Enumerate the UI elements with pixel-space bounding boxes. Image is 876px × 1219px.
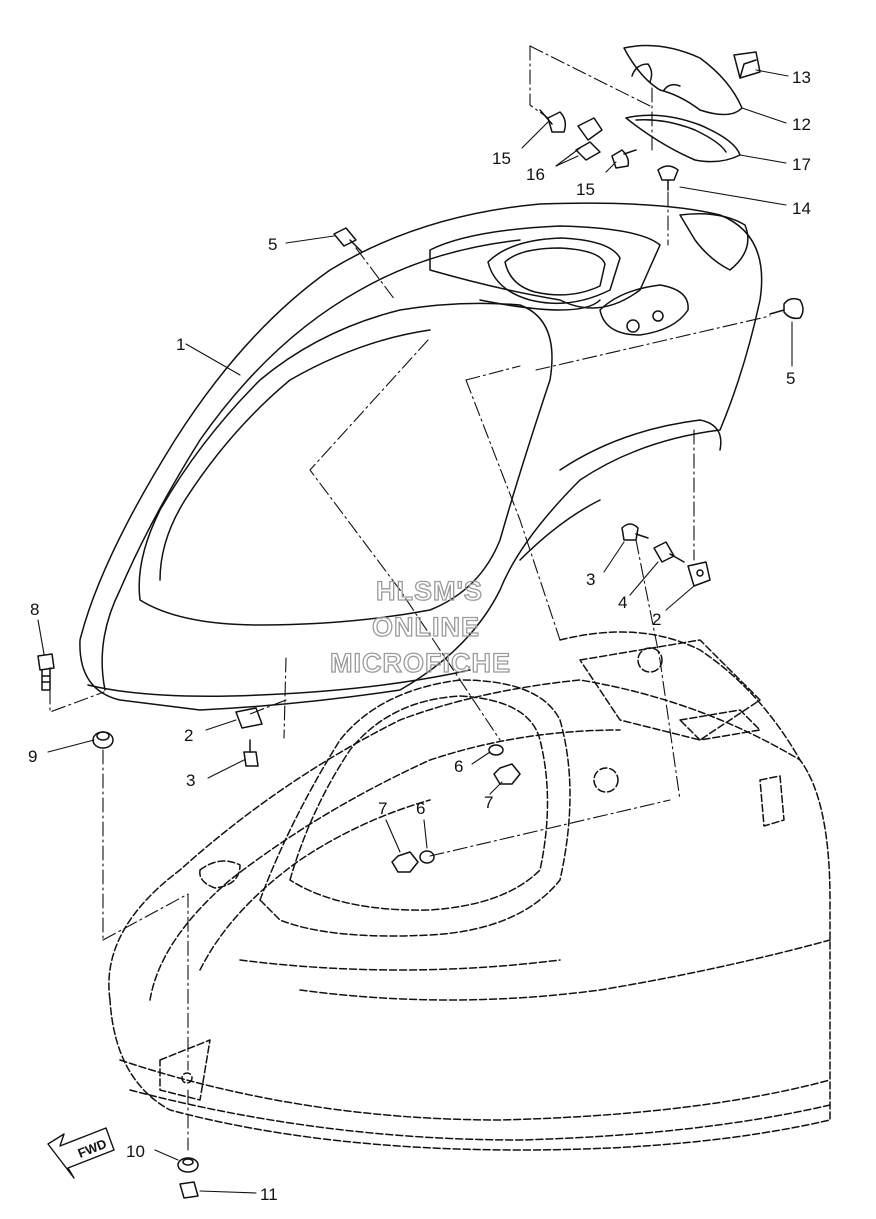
watermark-line-2: ONLINE — [372, 612, 480, 642]
callout-labels: 1 2 2 3 3 4 5 5 6 6 7 7 8 9 10 11 12 13 … — [28, 68, 811, 1204]
callout-1: 1 — [176, 335, 185, 354]
callout-16: 16 — [526, 165, 545, 184]
callout-4: 4 — [618, 593, 627, 612]
callout-13: 13 — [792, 68, 811, 87]
watermark-line-1: HLSM'S — [376, 576, 483, 606]
callout-5-right: 5 — [786, 369, 795, 388]
leader-lines — [37, 69, 793, 1194]
callout-3-upper: 3 — [586, 570, 595, 589]
bolt-part — [333, 227, 804, 320]
storage-lid-part — [623, 44, 743, 163]
callout-11: 11 — [260, 1185, 278, 1204]
callout-3-lower: 3 — [186, 771, 195, 790]
callout-5-left: 5 — [268, 235, 277, 254]
fastener-parts — [37, 523, 711, 1199]
callout-15-lower: 15 — [576, 180, 595, 199]
callout-2-lower: 2 — [184, 726, 193, 745]
clip-part — [733, 51, 761, 79]
callout-14: 14 — [792, 199, 811, 218]
pin-part — [657, 165, 679, 191]
callout-6-upper: 6 — [454, 757, 463, 776]
watermark: HLSM'S ONLINE MICROFICHE — [329, 575, 511, 678]
callout-6-lower: 6 — [416, 799, 425, 818]
watermark-line-3: MICROFICHE — [330, 648, 511, 678]
callout-9: 9 — [28, 747, 37, 766]
callout-7-upper: 7 — [484, 793, 493, 812]
assembly-lines — [49, 45, 771, 1151]
callout-8: 8 — [30, 600, 39, 619]
forward-arrow — [47, 1127, 115, 1179]
callout-10: 10 — [126, 1142, 145, 1161]
hinge-hardware-part — [539, 109, 637, 169]
callout-17: 17 — [792, 155, 811, 174]
callout-15-upper: 15 — [492, 149, 511, 168]
hull-part — [108, 631, 831, 1151]
parts-drawing — [37, 44, 831, 1199]
callout-12: 12 — [792, 115, 811, 134]
callout-7-lower: 7 — [378, 799, 387, 818]
callout-2-upper: 2 — [652, 610, 661, 629]
hood-cover-part — [79, 202, 763, 711]
